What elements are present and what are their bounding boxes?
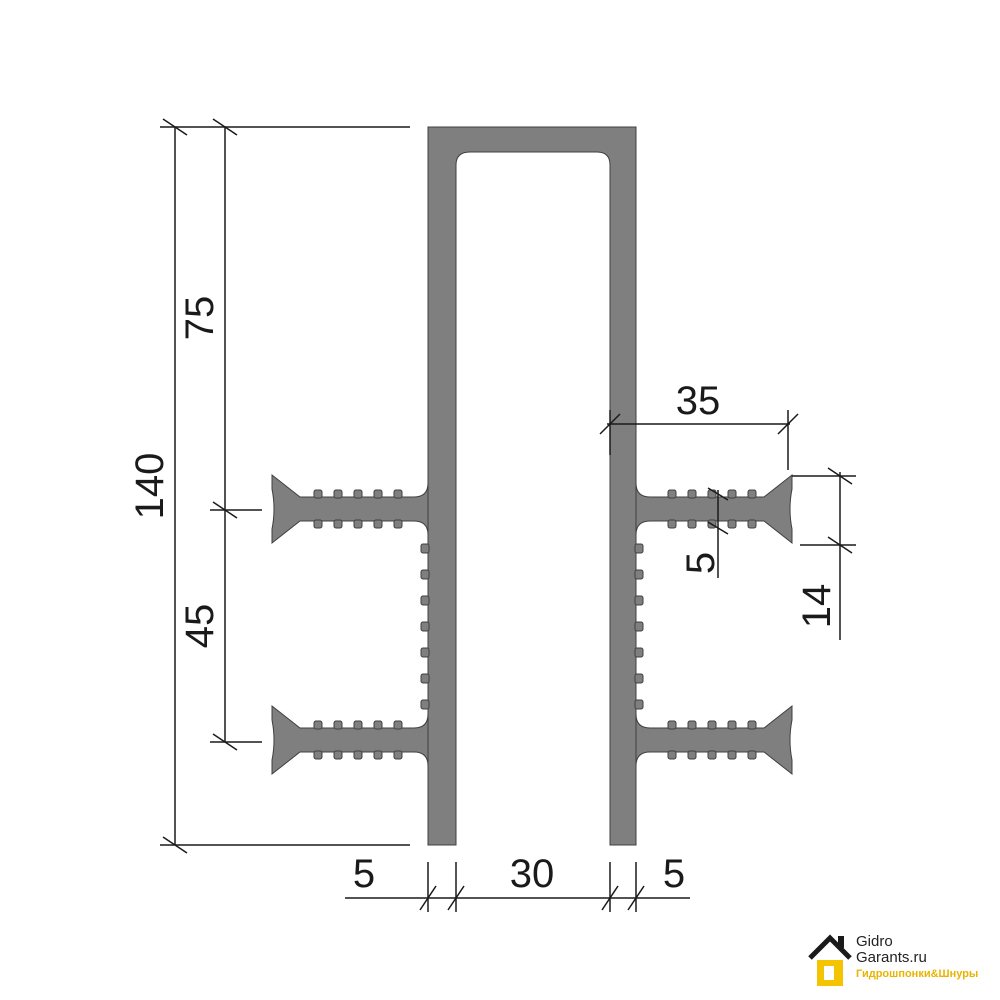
flange-rib bbox=[747, 750, 757, 760]
dim-bottom-tick-3 bbox=[601, 885, 619, 911]
flange-rib bbox=[353, 519, 363, 529]
flange-left-1 bbox=[271, 473, 429, 545]
wall-rib-right bbox=[634, 673, 644, 684]
logo-text-gidro: Gidro bbox=[856, 933, 893, 950]
dim-35-tick-right bbox=[777, 413, 799, 435]
wall-rib-right bbox=[634, 569, 644, 580]
flange-rib bbox=[333, 519, 343, 529]
dim-wall-left-label: 5 bbox=[353, 852, 375, 896]
wall-ribs bbox=[420, 543, 644, 710]
flange-right-2 bbox=[635, 704, 793, 776]
profile-body bbox=[271, 126, 793, 846]
flanges bbox=[271, 473, 793, 776]
flange-rib bbox=[373, 750, 383, 760]
flange-rib bbox=[747, 519, 757, 529]
flange-rib bbox=[687, 750, 697, 760]
dim-gap-label: 30 bbox=[510, 852, 555, 896]
flange-rib bbox=[333, 720, 343, 730]
wall-rib-right bbox=[634, 621, 644, 632]
house-logo-icon bbox=[808, 934, 852, 986]
wall-rib-left bbox=[420, 595, 430, 606]
flange-rib bbox=[727, 519, 737, 529]
wall-rib-left bbox=[420, 647, 430, 658]
flange-rib bbox=[373, 489, 383, 499]
flange-rib bbox=[747, 489, 757, 499]
flange-rib bbox=[687, 519, 697, 529]
flange-rib bbox=[333, 489, 343, 499]
flange-rib bbox=[373, 720, 383, 730]
dim-bottom-tick-2 bbox=[447, 885, 465, 911]
dim-140-tick-bottom bbox=[162, 836, 188, 854]
wall-rib-right bbox=[634, 647, 644, 658]
dimension-lines bbox=[160, 118, 856, 912]
dim-5-rib-tick-top bbox=[707, 487, 729, 501]
flange-rib bbox=[353, 720, 363, 730]
flange-rib bbox=[373, 519, 383, 529]
wall-rib-left bbox=[420, 543, 430, 554]
dim-wall-right-label: 5 bbox=[663, 852, 685, 896]
flange-rib bbox=[727, 720, 737, 730]
flange-rib bbox=[393, 720, 403, 730]
u-channel bbox=[427, 126, 637, 846]
flange-right-1 bbox=[635, 473, 793, 545]
flange-rib bbox=[353, 489, 363, 499]
wall-rib-left bbox=[420, 569, 430, 580]
wall-rib-right bbox=[634, 699, 644, 710]
flange-rib bbox=[667, 750, 677, 760]
wall-rib-right bbox=[634, 543, 644, 554]
wall-rib-left bbox=[420, 621, 430, 632]
dim-flange-length-label: 35 bbox=[676, 379, 721, 423]
flange-rib bbox=[727, 750, 737, 760]
logo-tagline: Гидрошпонки&Шнуры bbox=[856, 968, 979, 980]
dim-75-tick-bottom bbox=[212, 501, 238, 519]
flange-rib bbox=[707, 720, 717, 730]
flange-rib bbox=[687, 489, 697, 499]
dim-14-tick-bottom bbox=[827, 536, 853, 554]
dim-bottom-tick-1 bbox=[419, 885, 437, 911]
flange-rib bbox=[707, 750, 717, 760]
dim-flange-spacing-label: 14 bbox=[795, 584, 839, 629]
gidrogarants-logo: Gidro Garants.ru Гидрошпонки&Шнуры bbox=[808, 932, 993, 994]
flange-rib bbox=[393, 750, 403, 760]
flange-rib bbox=[667, 519, 677, 529]
flange-rib bbox=[353, 750, 363, 760]
wall-rib-left bbox=[420, 699, 430, 710]
dim-75-tick-top bbox=[212, 118, 238, 136]
flange-rib bbox=[667, 720, 677, 730]
dim-45-label: 45 bbox=[178, 604, 222, 649]
dim-35-tick-left bbox=[599, 413, 621, 435]
flange-rib bbox=[667, 489, 677, 499]
dim-75-label: 75 bbox=[178, 296, 222, 341]
flange-left-2 bbox=[271, 704, 429, 776]
flange-rib bbox=[313, 720, 323, 730]
flange-rib bbox=[313, 519, 323, 529]
dim-14-tick-top bbox=[827, 467, 853, 485]
flange-rib bbox=[333, 750, 343, 760]
flange-rib bbox=[747, 720, 757, 730]
logo-text-garants: Garants.ru bbox=[856, 949, 927, 966]
dim-rib-height-label: 5 bbox=[679, 552, 723, 574]
flange-rib bbox=[393, 489, 403, 499]
dim-45-tick-bottom bbox=[212, 733, 238, 751]
wall-rib-left bbox=[420, 673, 430, 684]
wall-rib-right bbox=[634, 595, 644, 606]
dim-5-rib-tick-bottom bbox=[707, 521, 729, 535]
dim-140-label: 140 bbox=[128, 453, 172, 520]
flange-rib bbox=[313, 750, 323, 760]
dim-140-tick-top bbox=[162, 118, 188, 136]
dim-bottom-tick-4 bbox=[627, 885, 645, 911]
flange-rib bbox=[393, 519, 403, 529]
flange-rib bbox=[313, 489, 323, 499]
flange-rib bbox=[727, 489, 737, 499]
flange-rib bbox=[687, 720, 697, 730]
